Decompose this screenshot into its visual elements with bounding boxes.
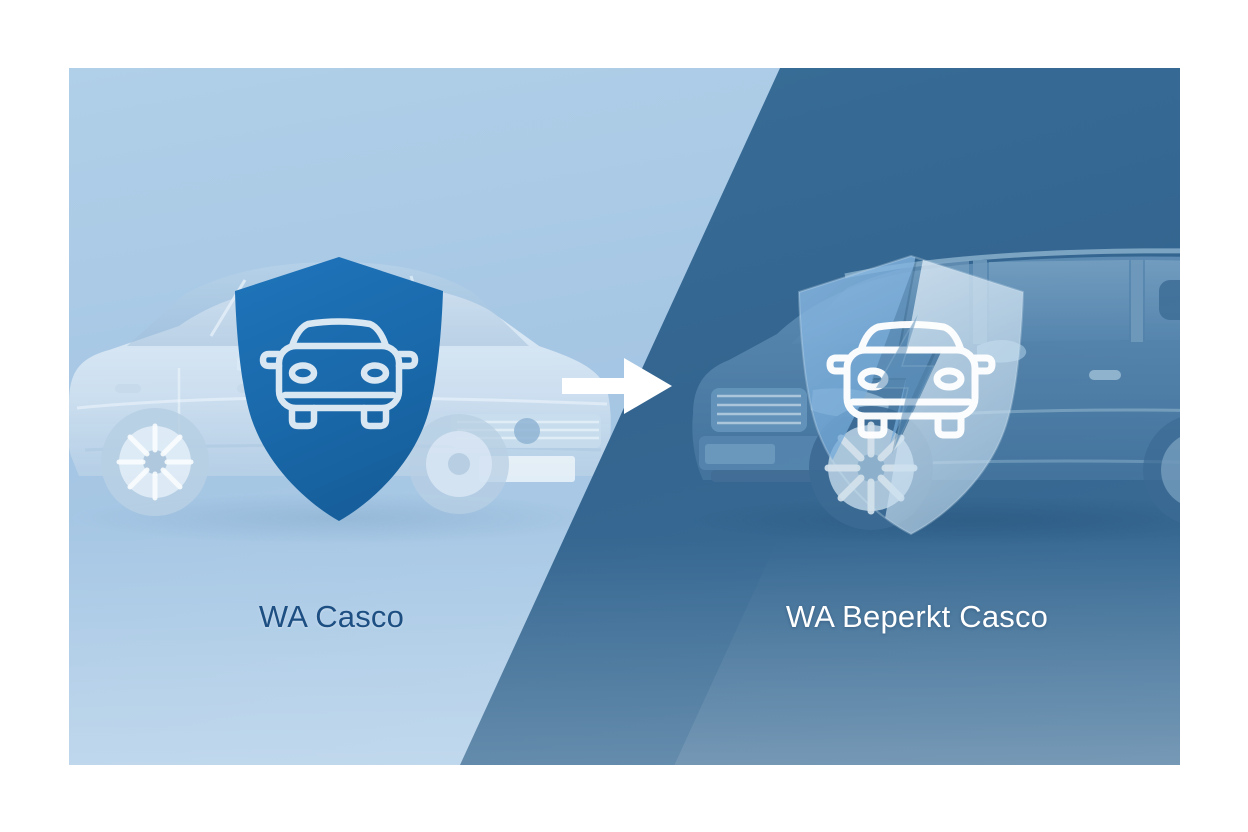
car-front-icon	[259, 318, 419, 430]
crack-over-icon	[876, 314, 934, 450]
shield-cracked	[794, 254, 1029, 536]
shield-intact	[229, 255, 449, 523]
arrow-right-icon	[562, 358, 672, 414]
caption-wa-casco: WA Casco	[258, 599, 405, 634]
shield-body	[235, 257, 443, 521]
crack-outline	[874, 313, 936, 451]
caption-wa-beperkt-casco: WA Beperkt Casco	[785, 599, 1049, 634]
comparison-banner: WA Casco WA Beperkt Casco	[69, 68, 1180, 765]
shield-edge-highlight	[797, 254, 1025, 536]
